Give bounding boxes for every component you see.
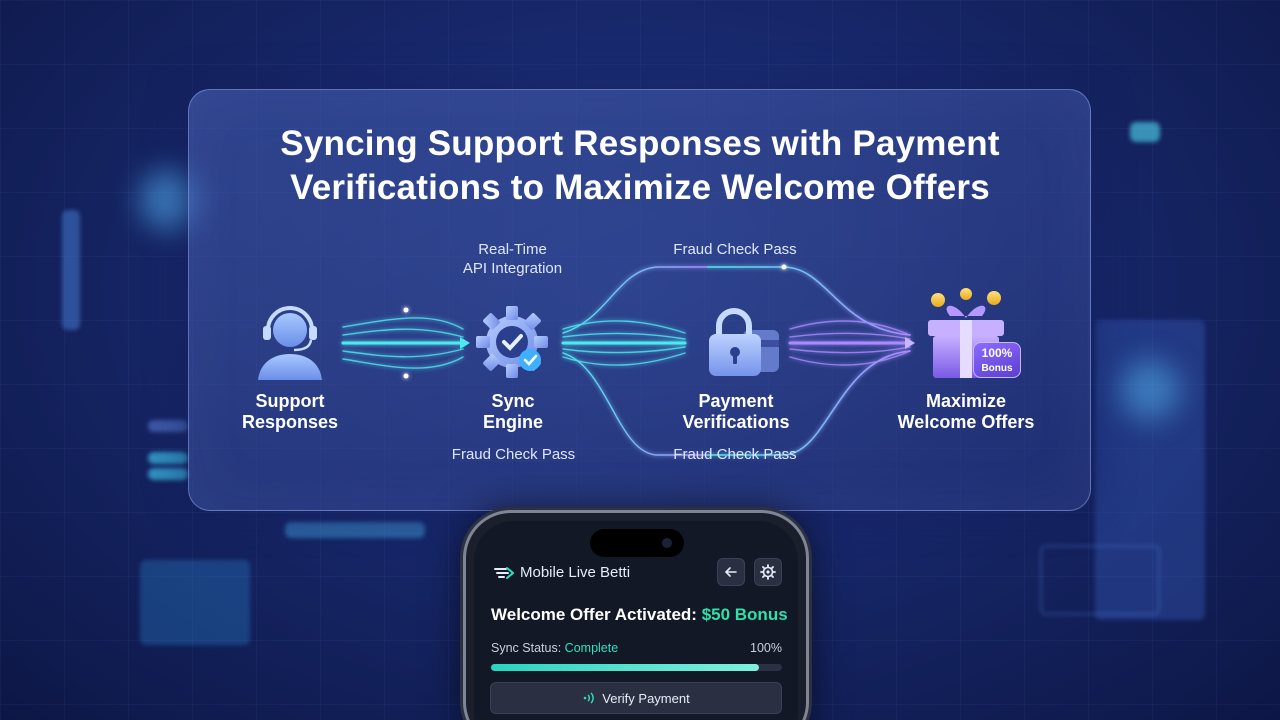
node-label-support: Support Responses — [215, 391, 365, 433]
coin-right — [987, 291, 1001, 305]
flow-connectors — [341, 264, 915, 456]
panel-title-line1: Syncing Support Responses with Payment — [280, 124, 1000, 163]
offer-bonus: $50 Bonus — [701, 605, 788, 624]
sync-value: Complete — [564, 641, 619, 655]
background-tile-left — [140, 560, 250, 645]
camera-icon — [662, 538, 672, 548]
connector-payment-gift — [788, 320, 912, 366]
label-api-integration: Real-Time API Integration — [440, 240, 585, 278]
node-gift-line1: Maximize — [925, 391, 1007, 411]
sync-label: Sync Status: — [491, 641, 562, 655]
node-label-payment: Payment Verifications — [656, 391, 816, 433]
padlock-card-icon — [703, 304, 783, 385]
connector-support-sync — [341, 317, 465, 369]
verify-payment-button[interactable]: Verify Payment — [490, 682, 782, 714]
label-fraud-top: Fraud Check Pass — [673, 241, 797, 258]
gift-bonus-badge: 100% Bonus — [973, 342, 1021, 378]
label-fraud-bottom-left: Fraud Check Pass — [451, 446, 576, 463]
offer-headline: Welcome Offer Activated: $50 Bonus — [491, 605, 788, 625]
back-button[interactable] — [717, 558, 745, 586]
connector-fraud-arc-top — [707, 266, 911, 336]
sync-percent: 100% — [750, 641, 782, 655]
sync-progress-fill — [491, 664, 759, 671]
flow-spark-1 — [403, 307, 409, 313]
gear-icon — [760, 564, 776, 580]
settings-button[interactable] — [754, 558, 782, 586]
arrowhead-gift — [905, 337, 915, 349]
background-panel-left-1 — [148, 420, 188, 432]
connector-sync-payment — [561, 266, 709, 456]
node-support-line1: Support — [255, 391, 325, 411]
gift-badge-line1: 100% — [981, 346, 1013, 360]
app-logo-icon — [494, 565, 515, 586]
label-api-line2: API Integration — [462, 260, 563, 277]
arrowhead-sync — [460, 337, 470, 349]
node-payment-line2: Verifications — [682, 412, 790, 432]
gift-badge-line2: Bonus — [981, 363, 1013, 374]
node-payment-line1: Payment — [698, 391, 774, 411]
label-fraud-bottom-right: Fraud Check Pass — [673, 446, 797, 463]
background-glow-right — [1120, 360, 1180, 420]
background-panel-right — [1095, 320, 1205, 620]
flow-spark-3 — [781, 264, 787, 270]
sync-gear-icon — [474, 304, 554, 389]
sync-progress-bar — [491, 664, 782, 671]
support-agent-icon — [252, 300, 328, 387]
node-sync-line2: Engine — [482, 412, 543, 432]
verify-payment-label: Verify Payment — [602, 690, 690, 706]
background-bar-left — [62, 210, 80, 330]
node-gift-line2: Welcome Offers — [897, 412, 1035, 432]
flow-spark-2 — [403, 373, 409, 379]
node-label-sync: Sync Engine — [438, 391, 588, 433]
back-arrow-icon — [724, 567, 737, 577]
label-api-line1: Real-Time — [478, 241, 547, 258]
contactless-icon — [583, 692, 595, 704]
background-panel-left-2 — [148, 452, 188, 464]
background-panel-left-3 — [148, 468, 188, 480]
connector-fraud-arc-bottom — [707, 350, 911, 456]
node-support-line2: Responses — [241, 412, 339, 432]
panel-title: Syncing Support Responses with Payment V… — [0, 122, 1280, 210]
app-title: Mobile Live Betti — [520, 564, 631, 581]
panel-title-line2: Verifications to Maximize Welcome Offers — [290, 168, 990, 207]
node-sync-line1: Sync — [491, 391, 535, 411]
sync-status-row: Sync Status: Complete 100% — [491, 641, 782, 655]
background-bar-bottom — [285, 522, 425, 538]
background-tile-bottom — [1040, 545, 1160, 615]
coin-center — [960, 288, 972, 300]
background-chip-right — [1130, 122, 1160, 142]
node-label-gift: Maximize Welcome Offers — [880, 391, 1052, 433]
coin-left — [931, 293, 945, 307]
offer-prefix: Welcome Offer Activated: — [491, 605, 697, 624]
